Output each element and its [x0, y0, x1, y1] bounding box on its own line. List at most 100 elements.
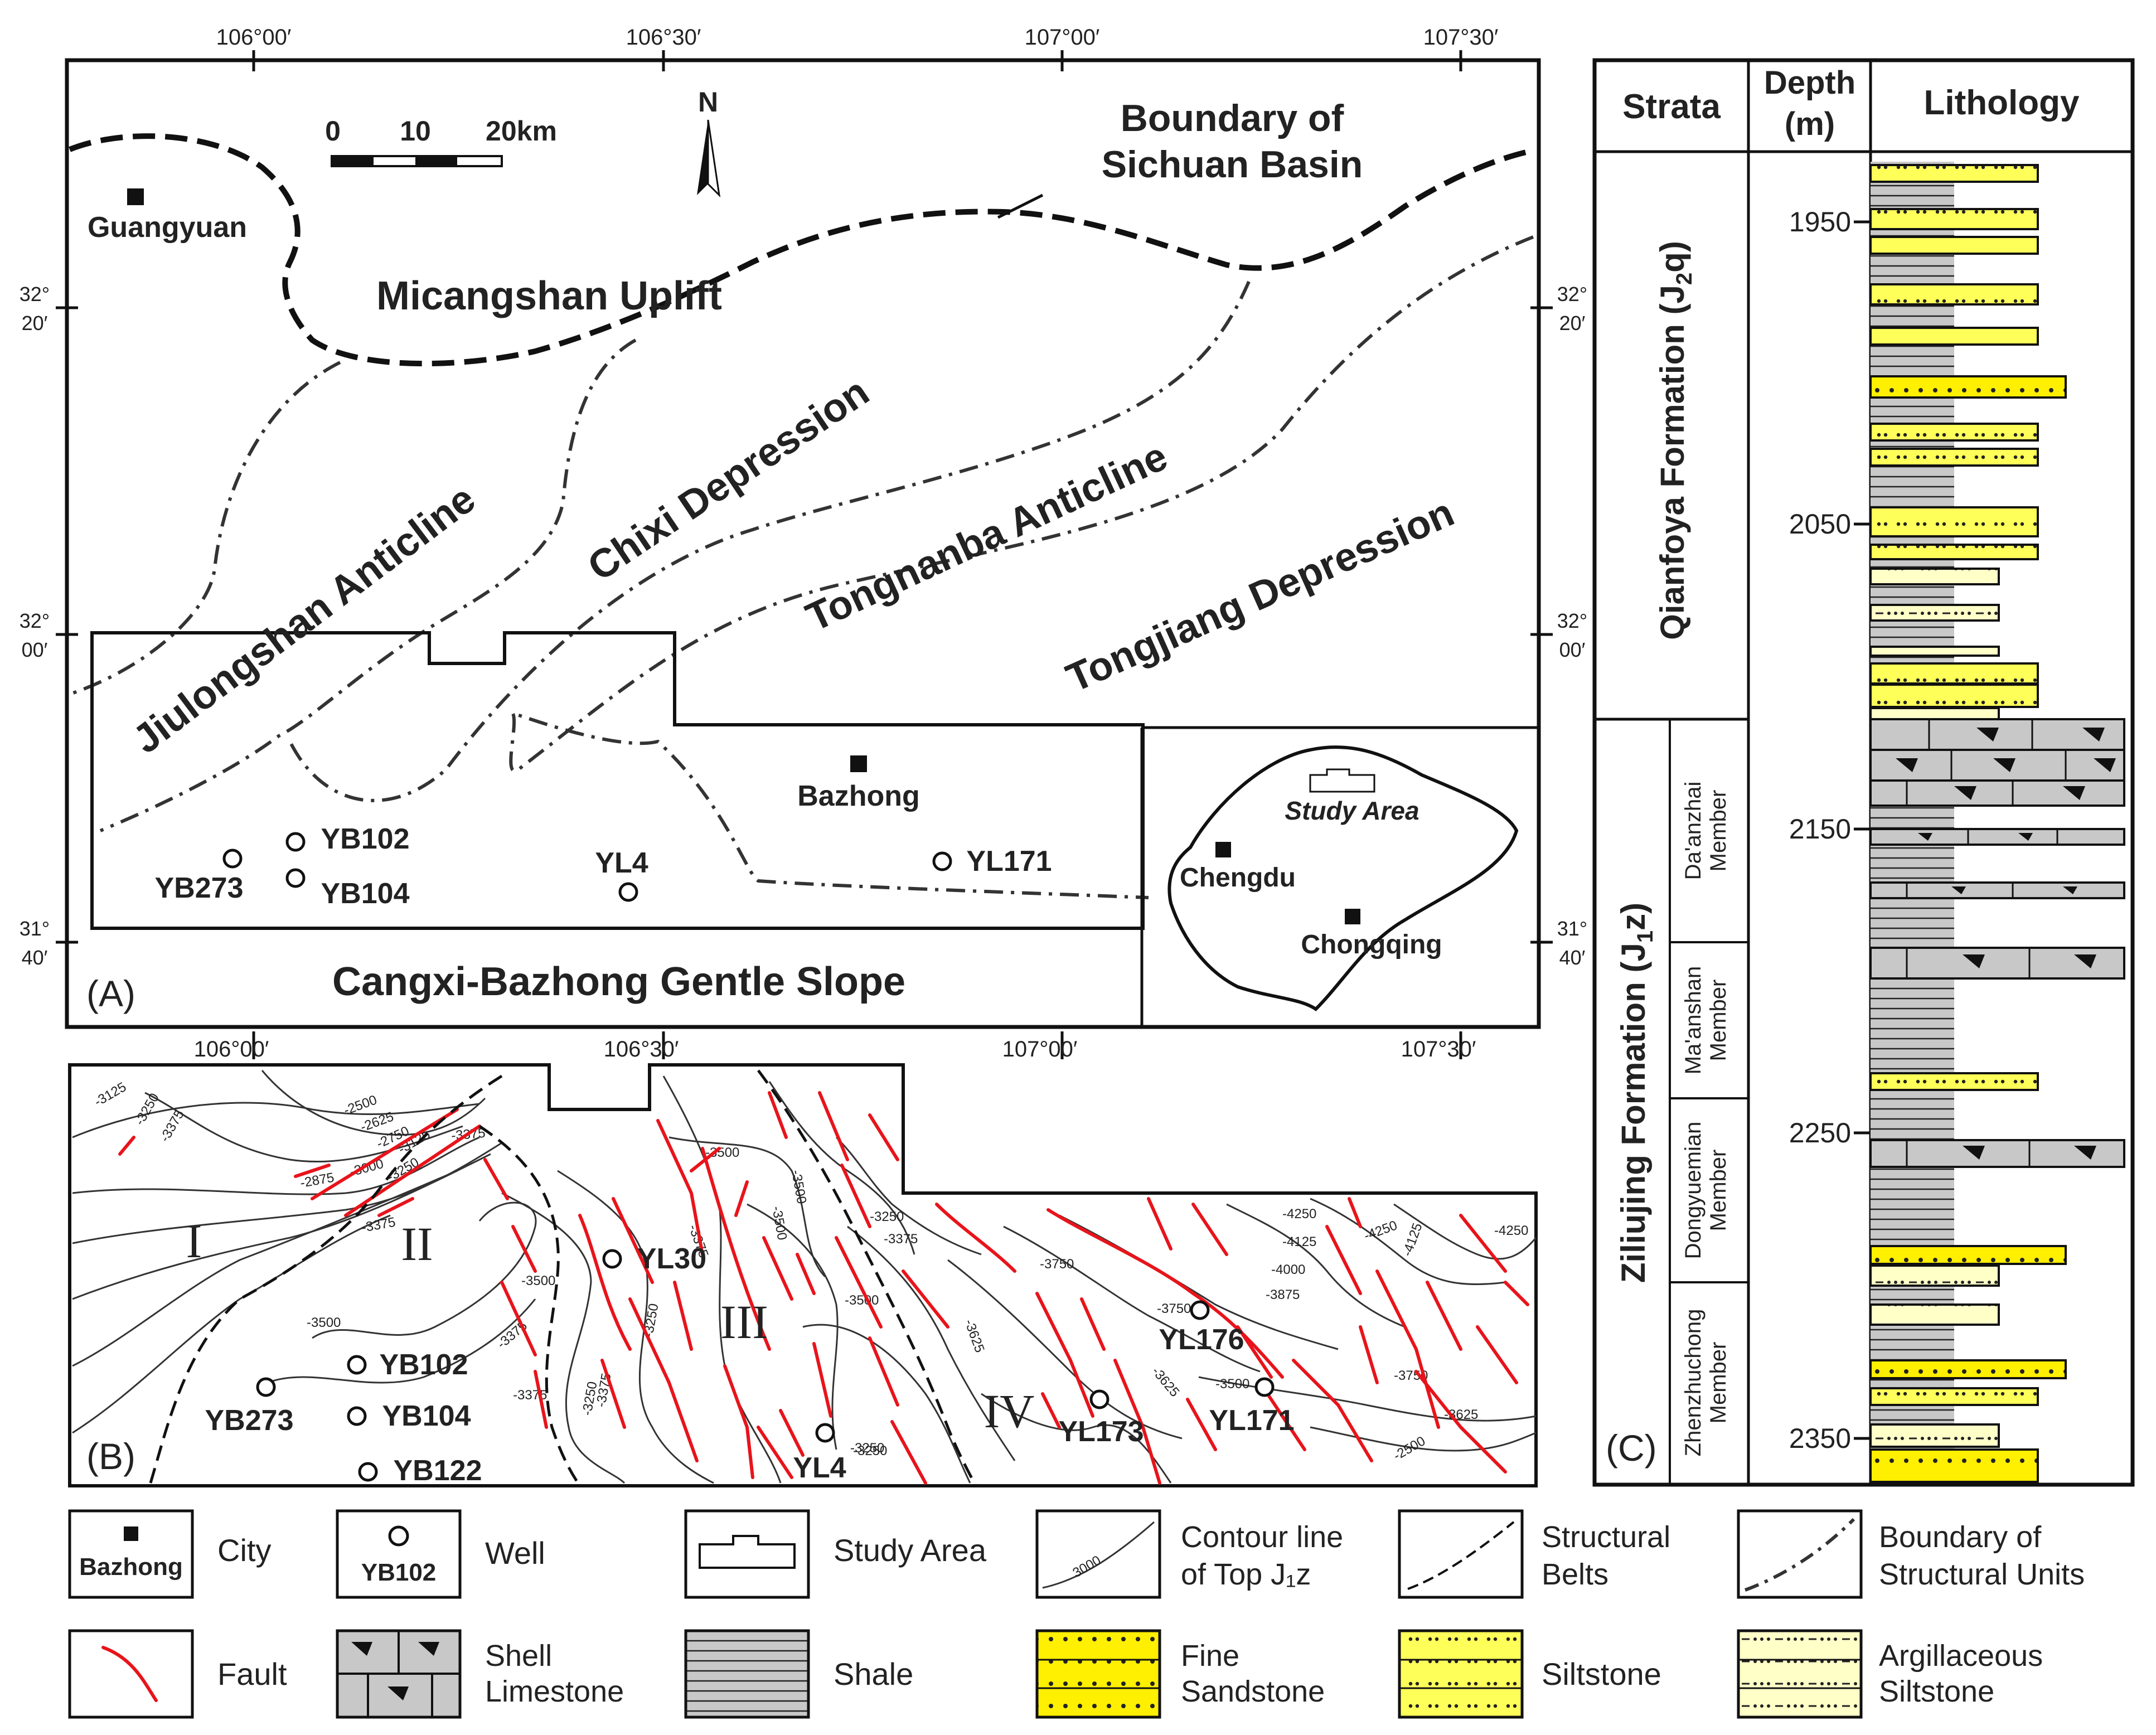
legend-label: Shale — [834, 1656, 913, 1692]
city-label-bazhong: Bazhong — [797, 780, 920, 812]
scale-bar: 0 10 20km — [325, 115, 557, 167]
legend-city-symbol-text: Bazhong — [79, 1553, 183, 1581]
panel-a-lon-ticks-top: 106°00′ 106°30′ 107°00′ 107°30′ — [216, 25, 1499, 71]
lon-tick-label: 106°30′ — [604, 1037, 679, 1062]
inset-map: Study Area Chengdu Chongqing — [1140, 726, 1539, 1027]
header-lithology: Lithology — [1924, 84, 2080, 122]
city-marker — [850, 755, 867, 772]
inset-study-area-label: Study Area — [1285, 796, 1419, 825]
contour-label: -4125 — [1282, 1234, 1316, 1249]
legend-item-fine-sandstone: Fine Sandstone — [1035, 1629, 1325, 1719]
panel-b-label: (B) — [86, 1436, 135, 1477]
depth-tick-label: 2350 — [1789, 1423, 1851, 1454]
legend-item-shale: Shale — [684, 1629, 913, 1719]
member-label: Member — [1706, 1150, 1731, 1232]
contour-label: -3500 — [521, 1273, 555, 1288]
contour-label: -3375 — [884, 1232, 918, 1247]
legend-label: Fault — [217, 1656, 287, 1692]
structural-belt-boundaries — [149, 1069, 977, 1487]
sichuan-basin-boundary — [69, 133, 1534, 367]
formation-qianfoya: Qianfoya Formation (J2q) — [1654, 241, 1697, 640]
contour-label: -3500 — [845, 1293, 879, 1308]
lat-tick-min: 00′ — [1559, 638, 1586, 661]
lon-tick-label: 106°30′ — [626, 25, 701, 50]
well-label: YL173 — [1058, 1416, 1144, 1448]
legend-label: Limestone — [485, 1675, 624, 1708]
legend-item-well: YB102 Well — [336, 1509, 545, 1599]
basin-boundary-label-line2: Sichuan Basin — [1102, 143, 1363, 186]
contour-label: -3250 — [870, 1209, 904, 1224]
well-marker — [618, 882, 638, 902]
well-label: YL176 — [1159, 1324, 1244, 1356]
city-marker — [1345, 909, 1360, 924]
lat-tick-min: 40′ — [1559, 946, 1586, 969]
contour-label: -3750 — [1040, 1257, 1074, 1272]
limestone-beds — [1869, 718, 2125, 1168]
faults — [118, 1091, 1529, 1485]
lon-tick-label: 107°30′ — [1423, 25, 1499, 50]
well-marker — [358, 1462, 378, 1482]
legend-label: Shell — [485, 1639, 552, 1673]
member-label: Member — [1706, 1342, 1731, 1424]
zone-label-iii: III — [720, 1295, 768, 1349]
panel-a-label: (A) — [86, 973, 135, 1014]
well-marker — [256, 1377, 276, 1397]
panel-a-lat-ticks: 32° 20′ 32° 00′ 31° 40′ 32° 20′ 32° 00′ … — [20, 283, 1587, 969]
contour-label: -4250 — [1282, 1206, 1316, 1222]
well-label: YB102 — [380, 1349, 468, 1381]
contour-label: -3250 — [853, 1443, 887, 1458]
member-label: Member — [1706, 790, 1731, 872]
well-label: YB273 — [205, 1404, 294, 1437]
city-label-guangyuan: Guangyuan — [88, 211, 247, 244]
lat-tick-deg: 32° — [20, 283, 50, 306]
lat-tick-min: 00′ — [22, 638, 48, 661]
well-marker — [347, 1406, 367, 1426]
member-label: Dongyuemian — [1681, 1122, 1706, 1259]
lat-tick-min: 20′ — [22, 312, 48, 335]
header-strata: Strata — [1622, 88, 1721, 126]
legend-label: Siltstone — [1879, 1675, 1994, 1708]
scale-tick: 10 — [400, 115, 431, 147]
unit-label-cangxi-bazhong: Cangxi-Bazhong Gentle Slope — [332, 959, 905, 1004]
lat-tick-deg: 31° — [1557, 917, 1587, 940]
panel-b-wells: YL30 YB102 YB273 YB104 YB122 YL4 YL176 Y… — [205, 1243, 1295, 1487]
well-label: YB122 — [394, 1455, 482, 1487]
panel-b-frame — [68, 1063, 1538, 1487]
member-labels: Da'anzhai Member Ma'anshan Member Dongyu… — [1681, 782, 1731, 1457]
contour-label: -4000 — [1271, 1262, 1305, 1277]
well-label: YL4 — [793, 1452, 846, 1484]
legend-item-unit-boundary: Boundary of Structural Units — [1737, 1509, 2085, 1599]
legend-item-study-area: Study Area — [684, 1509, 987, 1599]
well-marker — [285, 868, 306, 888]
depth-ticks: 1950 2050 2150 2250 2350 — [1789, 206, 1871, 1454]
contour-label: -3750 — [1157, 1301, 1191, 1316]
legend-label: Structural — [1542, 1520, 1670, 1554]
well-marker — [1254, 1377, 1275, 1397]
formation-ziliujing: Ziliujing Formation (J1z) — [1615, 903, 1658, 1283]
well-label: YB102 — [321, 823, 410, 855]
well-label: YL171 — [966, 845, 1052, 878]
well-marker — [347, 1355, 367, 1375]
lat-tick-min: 40′ — [22, 946, 48, 969]
depth-tick-label: 2250 — [1789, 1117, 1851, 1148]
well-label: YB273 — [155, 872, 244, 904]
structural-unit-boundaries — [69, 235, 1534, 899]
legend-label: Sandstone — [1181, 1675, 1325, 1708]
lat-tick-deg: 31° — [20, 917, 50, 940]
scale-tick: 0 — [325, 115, 341, 147]
legend-label: Belts — [1542, 1558, 1608, 1591]
city-label-chongqing: Chongqing — [1301, 930, 1442, 959]
lat-tick-min: 20′ — [1559, 312, 1586, 335]
inset-study-area — [1309, 768, 1375, 793]
depth-tick-label: 1950 — [1789, 206, 1851, 238]
basin-boundary-label-line1: Boundary of — [1121, 97, 1344, 139]
contour-label: -3250 — [850, 1441, 884, 1456]
legend-label: Contour line — [1181, 1520, 1343, 1554]
well-label: YB104 — [321, 878, 410, 910]
legend-label: Study Area — [834, 1533, 987, 1568]
panel-a: 106°00′ 106°30′ 107°00′ 107°30′ 32° 20′ … — [20, 25, 1587, 1029]
lat-tick-deg: 32° — [1557, 609, 1587, 632]
lat-tick-deg: 32° — [1557, 283, 1587, 306]
well-marker — [1190, 1300, 1210, 1320]
